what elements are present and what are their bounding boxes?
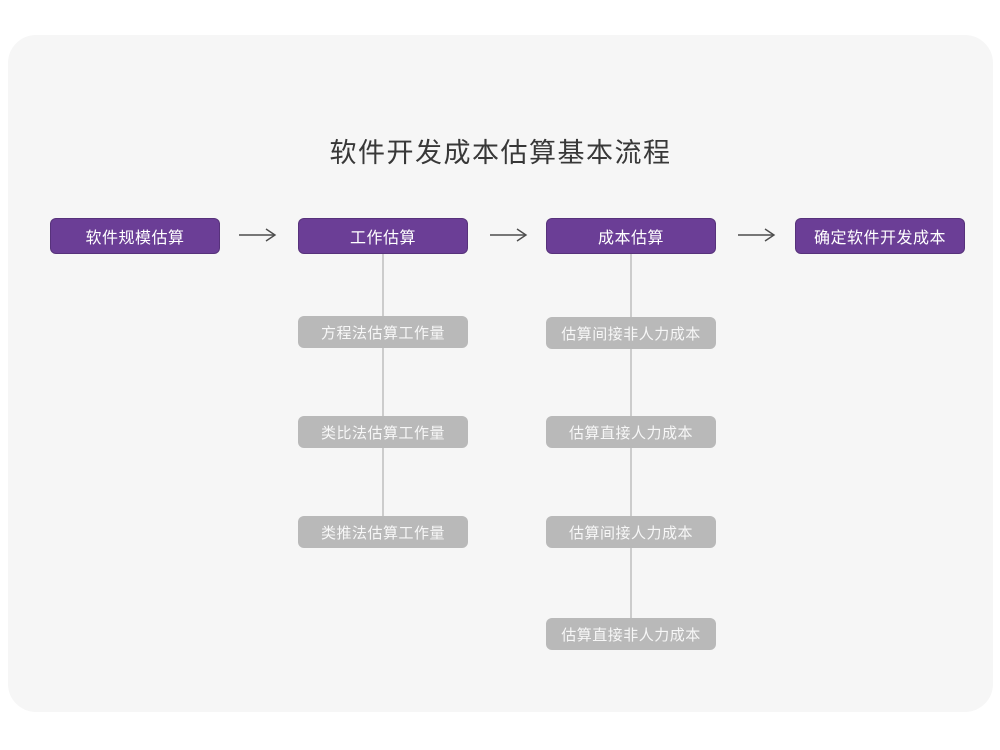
node-software-size-estimation: 软件规模估算 xyxy=(50,218,220,254)
node-cost-estimation: 成本估算 xyxy=(546,218,716,254)
node-indirect-labor-cost: 估算间接人力成本 xyxy=(546,516,716,548)
node-direct-labor-cost: 估算直接人力成本 xyxy=(546,416,716,448)
node-analogy-method: 类比法估算工作量 xyxy=(298,416,468,448)
arrow-right-icon xyxy=(490,228,528,242)
diagram-card: 软件开发成本估算基本流程 软件规模估算 工作估算 成本估算 确定软件开发成本 方… xyxy=(8,35,993,712)
connector-line-effort xyxy=(382,254,384,532)
node-equation-method: 方程法估算工作量 xyxy=(298,316,468,348)
node-determine-development-cost: 确定软件开发成本 xyxy=(795,218,965,254)
arrow-right-icon xyxy=(239,228,277,242)
node-direct-nonlabor-cost: 估算直接非人力成本 xyxy=(546,618,716,650)
node-extrapolation-method: 类推法估算工作量 xyxy=(298,516,468,548)
diagram-title: 软件开发成本估算基本流程 xyxy=(329,138,672,168)
arrow-right-icon xyxy=(738,228,776,242)
node-indirect-nonlabor-cost: 估算间接非人力成本 xyxy=(546,317,716,349)
node-effort-estimation: 工作估算 xyxy=(298,218,468,254)
